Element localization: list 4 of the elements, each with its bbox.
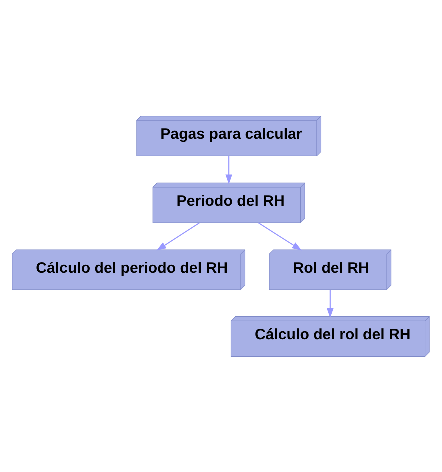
arrow — [156, 222, 200, 250]
arrow — [327, 290, 334, 318]
arrow — [226, 156, 232, 184]
arrow — [258, 222, 302, 250]
